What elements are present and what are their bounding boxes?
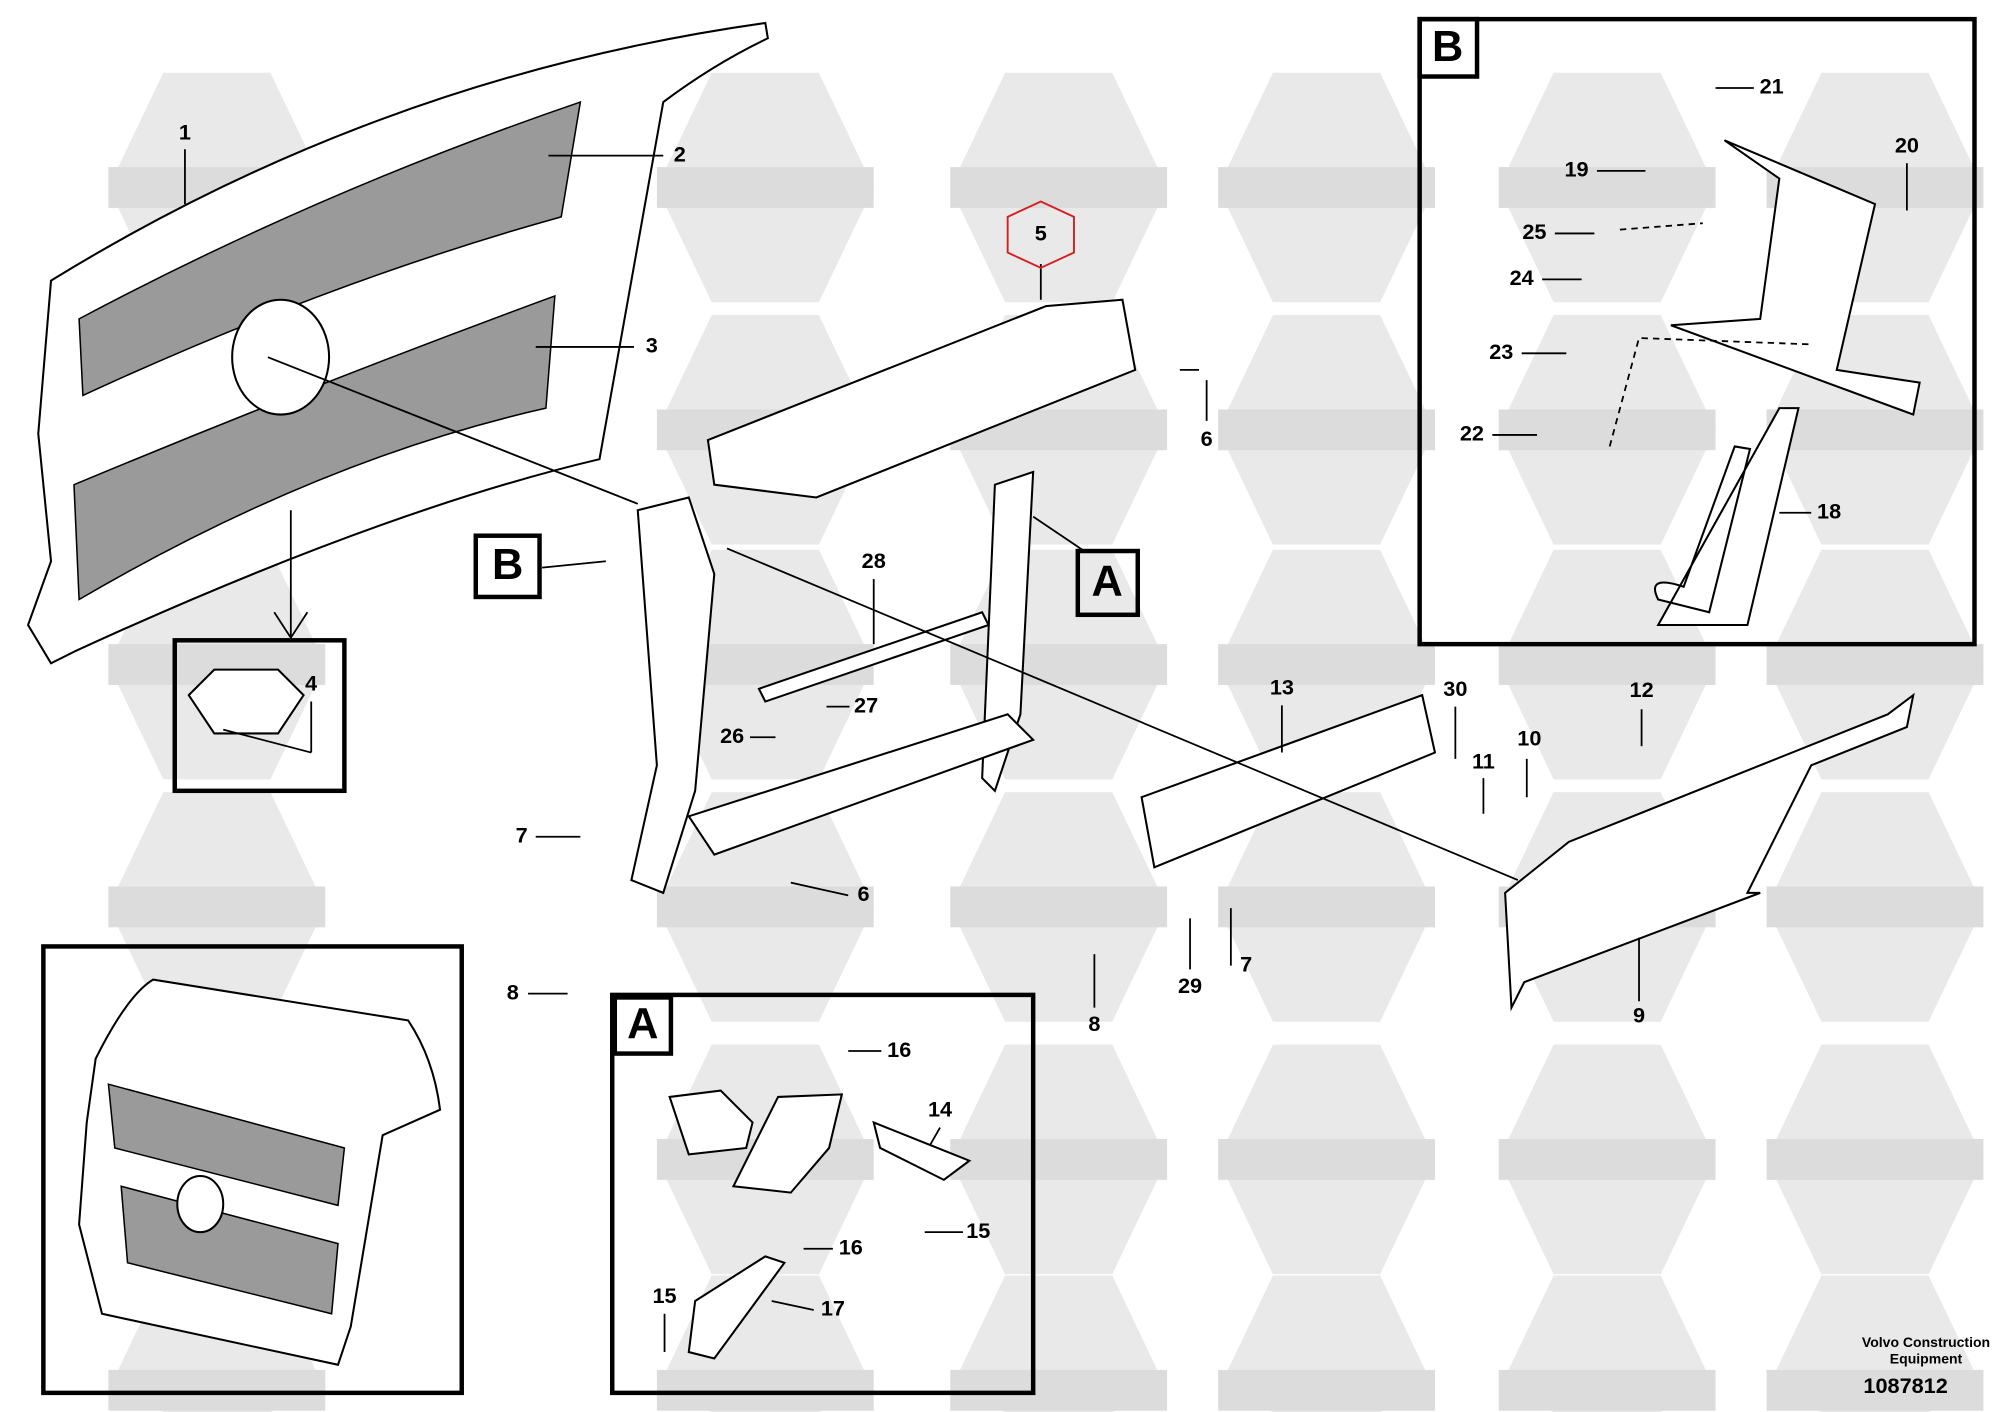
mesh-patch <box>187 668 305 735</box>
company-line1: Volvo Construction <box>1862 1334 1990 1350</box>
callout-17[interactable]: 17 <box>821 1296 845 1321</box>
detail-a-frame <box>610 992 1036 1396</box>
callout-19[interactable]: 19 <box>1564 157 1588 182</box>
overview-logo-badge <box>176 1175 225 1234</box>
latch-14 <box>872 1120 972 1182</box>
view-a-marker-label: A <box>1091 558 1122 606</box>
watermark-band <box>950 167 1168 208</box>
watermark-band <box>950 1139 1168 1180</box>
watermark-band <box>1498 1369 1716 1411</box>
callout-3[interactable]: 3 <box>646 333 658 358</box>
detail-a-label: A <box>627 1000 658 1048</box>
step-frame-assembly <box>630 298 1137 895</box>
watermark-band <box>1498 409 1716 451</box>
callout-7[interactable]: 7 <box>516 822 528 847</box>
detail-a-tag <box>612 995 674 1056</box>
document-number: 1087812 <box>1863 1373 1947 1398</box>
callout-16[interactable]: 16 <box>839 1234 863 1259</box>
watermark-band <box>950 644 1168 685</box>
callout-25[interactable]: 25 <box>1522 219 1546 244</box>
watermark-band <box>1218 644 1435 685</box>
callout-28[interactable]: 28 <box>862 548 886 573</box>
step-ladder <box>1504 692 1915 1012</box>
callout-18[interactable]: 18 <box>1817 498 1841 523</box>
step-plate <box>1140 693 1437 869</box>
watermark-band <box>108 1369 326 1411</box>
callout-23[interactable]: 23 <box>1489 339 1513 364</box>
watermark-band <box>1766 886 1984 928</box>
watermark-band <box>1498 644 1716 685</box>
callout-12[interactable]: 12 <box>1630 677 1654 702</box>
callout-24[interactable]: 24 <box>1510 265 1534 290</box>
front-grille-assembly <box>26 21 769 665</box>
callout-8[interactable]: 8 <box>1088 1011 1100 1036</box>
watermark-band <box>1218 1139 1435 1180</box>
detail-b-tag <box>1417 16 1480 79</box>
watermark-band <box>1218 886 1435 928</box>
assembly-dashes-b <box>1608 222 1812 447</box>
watermark-band <box>108 886 326 928</box>
callout-15[interactable]: 15 <box>652 1283 676 1308</box>
callout-11[interactable]: 11 <box>1472 748 1495 773</box>
mesh-detail-pointer <box>273 510 309 641</box>
callout-15[interactable]: 15 <box>966 1218 990 1243</box>
handle-17 <box>687 1255 787 1360</box>
watermark-band <box>656 886 874 928</box>
leader-lines <box>184 87 1908 1353</box>
watermark-band <box>1498 1139 1716 1180</box>
callout-10[interactable]: 10 <box>1517 726 1541 751</box>
overview-inset-frame <box>41 944 464 1396</box>
callout-8[interactable]: 8 <box>507 979 519 1004</box>
callout-30[interactable]: 30 <box>1443 676 1467 701</box>
view-b-marker-label: B <box>492 541 523 589</box>
detail-b-label: B <box>1432 23 1463 71</box>
bracket-b <box>1670 139 1921 416</box>
callout-4[interactable]: 4 <box>305 671 317 696</box>
watermark-band <box>1218 1369 1435 1411</box>
watermark-band <box>1766 1139 1984 1180</box>
callout-5[interactable]: 5 <box>1035 220 1047 245</box>
overview-lower-mesh <box>120 1185 339 1315</box>
callout-6[interactable]: 6 <box>1201 426 1213 451</box>
callout-20[interactable]: 20 <box>1895 132 1919 157</box>
watermark-band <box>1218 167 1435 208</box>
callout-22[interactable]: 22 <box>1460 421 1484 446</box>
callout-labels: 1 2 3 4 5 6 6 7 7 8 8 9 10 11 12 13 14 1… <box>179 74 1919 1321</box>
callout-27[interactable]: 27 <box>854 692 878 717</box>
callout-29[interactable]: 29 <box>1178 973 1202 998</box>
watermark-band <box>950 886 1168 928</box>
watermark-band <box>1766 409 1984 451</box>
cylinder-a <box>668 1089 754 1156</box>
watermark-band <box>950 1369 1168 1411</box>
callout-6[interactable]: 6 <box>857 881 869 906</box>
callout-14[interactable]: 14 <box>928 1097 952 1122</box>
callout-13[interactable]: 13 <box>1270 675 1294 700</box>
company-line2: Equipment <box>1890 1351 1963 1367</box>
callout-21[interactable]: 21 <box>1760 74 1784 99</box>
callout-1[interactable]: 1 <box>179 120 191 145</box>
callout-9[interactable]: 9 <box>1633 1002 1645 1027</box>
watermark-band <box>1218 409 1435 451</box>
highlight-hexagon <box>1006 200 1075 269</box>
watermark-band <box>1766 644 1984 685</box>
callout-26[interactable]: 26 <box>720 723 744 748</box>
hook-18 <box>1653 407 1800 627</box>
watermark-band <box>656 1369 874 1411</box>
overview-upper-mesh <box>107 1083 346 1207</box>
bracket-a <box>731 1093 844 1194</box>
view-a-marker <box>1075 548 1140 618</box>
view-b-marker <box>473 533 542 600</box>
callout-16[interactable]: 16 <box>887 1037 911 1062</box>
watermark-band <box>1498 167 1716 208</box>
watermark-band <box>1766 1369 1984 1411</box>
callout-7[interactable]: 7 <box>1240 951 1252 976</box>
detail-b-frame <box>1417 16 1977 647</box>
callout-2[interactable]: 2 <box>674 141 686 166</box>
watermark-band <box>656 167 874 208</box>
mesh-detail-box <box>172 638 347 794</box>
